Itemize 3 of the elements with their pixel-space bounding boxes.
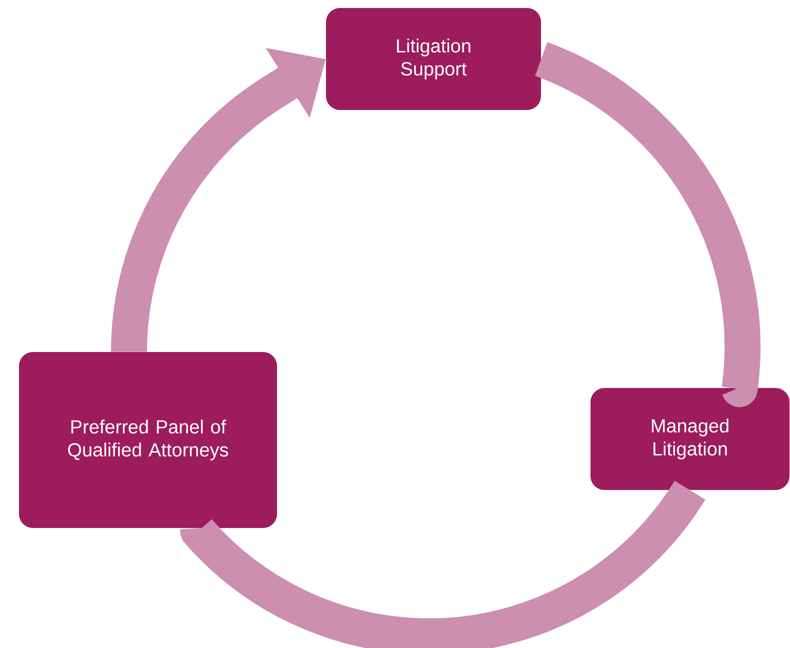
process-box: Managed Litigation (590, 388, 790, 490)
process-box: Preferred Panel of Qualified Attorneys (19, 352, 277, 528)
process-box: Litigation Support (326, 8, 541, 110)
